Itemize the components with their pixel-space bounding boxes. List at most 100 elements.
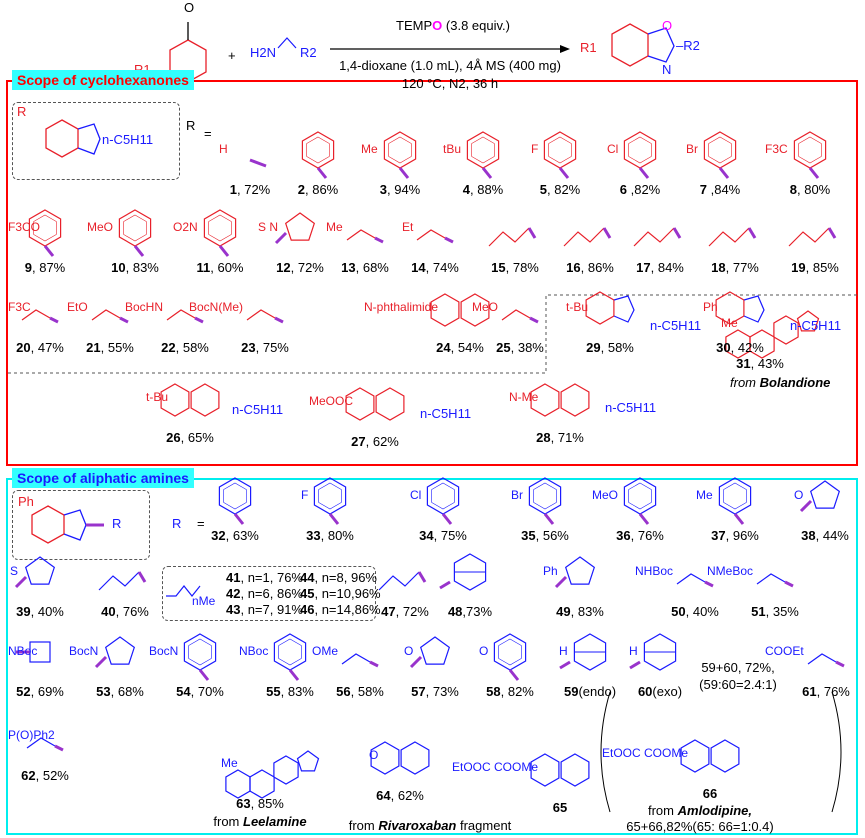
compound-yield: , 82% (500, 684, 534, 699)
s1-structure-19 (788, 227, 837, 247)
compound-number: 53 (96, 684, 111, 699)
leelamine-source: from Leelamine (213, 814, 307, 829)
compound-number: 57 (411, 684, 426, 699)
s1-substituent-30: Ph (703, 300, 718, 314)
s1-substituent-22: BocHN (125, 300, 164, 314)
s2-substituent-60: H (629, 644, 638, 658)
compound-number: 28 (536, 430, 551, 445)
s1-substituent-14: Et (402, 220, 414, 234)
s2-substituent-56: OMe (312, 644, 339, 658)
compound-yield: (exo) (652, 684, 683, 699)
product-oxygen: O (662, 18, 673, 33)
compound-number: 9 (24, 260, 32, 275)
product-r2: –R2 (676, 38, 700, 53)
compound-number: 60 (637, 684, 653, 699)
compound-label-55: 55, 83% (266, 684, 314, 699)
s2-structure-49 (554, 556, 596, 589)
compound-number: 40 (101, 604, 116, 619)
s2-structure-51 (756, 573, 794, 588)
compound-yield: , 85% (805, 260, 839, 275)
compound-label-64: 64, 62% (376, 788, 424, 803)
compound-number: 8 (789, 182, 797, 197)
core-structure-box (12, 102, 180, 180)
compound-number: 26 (166, 430, 181, 445)
s2-structure-64 (370, 741, 430, 775)
s1-substituent-5: F (531, 142, 539, 156)
compound-yield: , 43% (750, 356, 784, 371)
s2-structure-39 (14, 556, 56, 589)
s2-structure-52 (16, 641, 51, 663)
compound-yield: , 72% (395, 604, 429, 619)
compound-number: 56 (336, 684, 351, 699)
compound-yield: , 74% (425, 260, 459, 275)
chain-label-n-pentyl: n-C5H11 (420, 406, 472, 421)
compound-yield: , 75% (433, 528, 467, 543)
s1-substituent-1: H (219, 142, 228, 156)
s1-structure-6 (623, 131, 657, 179)
compound-yield: , 40% (685, 604, 719, 619)
compound-label-36: 36, 76% (616, 528, 664, 543)
compound-yield: , 72% (290, 260, 324, 275)
s1-structure-21 (91, 309, 129, 324)
compound-number: 13 (341, 260, 356, 275)
s2-structure-36 (623, 477, 657, 525)
compound-yield: , 62% (390, 788, 424, 803)
s2-substituent-59: H (559, 644, 568, 658)
chain-label-n-pentyl: n-C5H11 (605, 400, 657, 415)
compound-number: 47 (381, 604, 396, 619)
chain-series-item-41: 41, n=1, 76% (226, 570, 303, 585)
chain-label-n-pentyl: n-C5H11 (650, 318, 702, 333)
compound-number: 65 (552, 800, 568, 815)
s2-structure-32 (218, 477, 252, 525)
s2-structure-53 (94, 636, 136, 669)
r2-label: R2 (300, 45, 317, 60)
core-benzoxazole-red (45, 119, 101, 158)
compound-label-61: 61, 76% (802, 684, 850, 699)
s2-structure-38 (799, 480, 841, 513)
chain-n-me: nMe (192, 594, 216, 608)
compound-yield: , 54% (450, 340, 484, 355)
compound-yield: , 84% (650, 260, 684, 275)
s2-substituent-66: EtOOC COOMe (602, 746, 689, 760)
s2-substituent-58: O (479, 644, 489, 658)
s2-structure-33 (313, 477, 347, 525)
section-title-cyclohexanones: Scope of cyclohexanones (12, 70, 194, 90)
s2-structure-35 (528, 477, 562, 525)
compound-label-27: 27, 62% (351, 434, 399, 449)
s1-substituent-9: F3CO (8, 220, 41, 234)
rivaroxaban-source: from Rivaroxaban fragment (348, 818, 512, 833)
mix-59-60-yield: 59+60, 72%, (701, 660, 775, 675)
compound-number: 16 (566, 260, 581, 275)
s2-substituent-61: COOEt (765, 644, 804, 658)
compound-yield: , 80% (320, 528, 354, 543)
s2-substituent-64: O (369, 748, 379, 762)
s1-structure-9 (28, 209, 62, 257)
s1-substituent-28: N-Me (509, 390, 539, 404)
compound-yield: , 94% (386, 182, 421, 197)
condition-temperature: 120 °C, N2, 36 h (401, 76, 499, 91)
s1-structure-31 (725, 310, 820, 359)
s2-structure-40 (98, 571, 147, 591)
s1-structure-11 (203, 209, 237, 257)
chain-series-item-44: 44, n=8, 96% (300, 570, 377, 585)
plus-sign: + (228, 48, 236, 63)
compound-number: 17 (636, 260, 651, 275)
s1-substituent-13: Me (326, 220, 343, 234)
compound-number: 19 (791, 260, 806, 275)
compound-yield: , 68% (110, 684, 144, 699)
s2-structure-62 (26, 737, 64, 752)
compound-number: 61 (802, 684, 817, 699)
reaction-arrow (330, 45, 570, 53)
compound-label-39: 39, 40% (16, 604, 64, 619)
compound-yield: , 69% (30, 684, 64, 699)
compound-label-48: 48,73% (448, 604, 492, 619)
s1-substituent-11: O2N (173, 220, 198, 234)
s1-substituent-24: N-phthalimide (364, 300, 439, 314)
compound-yield: , 73% (425, 684, 459, 699)
s1-structure-4 (466, 131, 500, 179)
compound-number: 27 (351, 434, 366, 449)
compound-yield: , 44% (815, 528, 849, 543)
section1-dividers (8, 294, 858, 374)
s1-structure-22 (166, 309, 204, 324)
s1-substituent-6: Cl (607, 142, 619, 156)
